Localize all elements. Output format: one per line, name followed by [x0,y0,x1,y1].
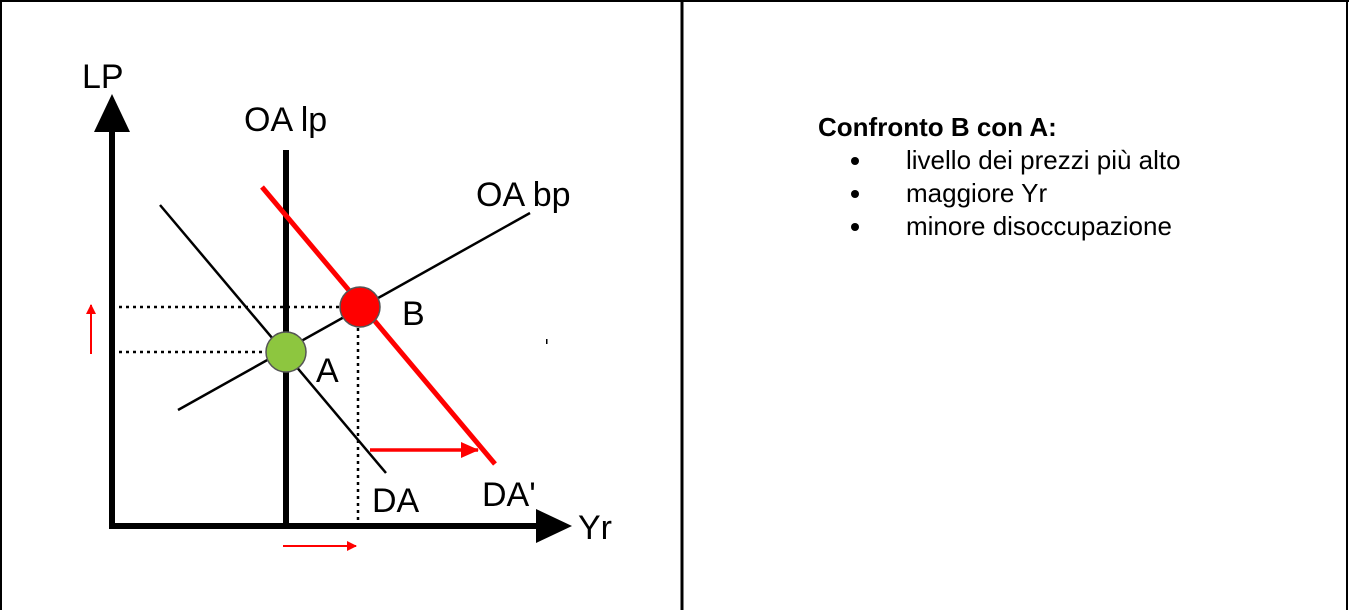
y-axis-label: LP [82,58,124,96]
point-b-label: B [402,295,425,333]
bullet-icon [851,157,859,165]
x-axis-arrowhead [536,509,572,543]
list-item-text: livello dei prezzi più alto [906,145,1181,175]
point-a-label: A [316,352,339,390]
list-item-text: minore disoccupazione [906,211,1172,241]
bullet-icon [851,190,859,198]
list-item: minore disoccupazione [818,210,1318,243]
x-axis-label: Yr [578,509,612,547]
long-run-supply-label: OA lp [244,101,327,139]
list-item: maggiore Yr [818,177,1318,210]
bullet-icon [851,223,859,231]
demand-shifted-line [260,185,497,466]
short-run-supply-label: OA bp [476,176,571,214]
list-item-text: maggiore Yr [906,178,1048,208]
point-a-marker [265,331,307,373]
demand-label: DA [372,482,420,520]
point-b-marker [339,286,381,328]
demand-shifted-label: DA' [482,476,536,514]
comparison-note: Confronto B con A: livello dei prezzi pi… [818,112,1318,243]
list-item: livello dei prezzi più alto [818,144,1318,177]
stray-mark [546,339,548,344]
y-axis-arrowhead [94,94,130,132]
note-title: Confronto B con A: [818,112,1057,142]
note-list: livello dei prezzi più alto maggiore Yr … [818,144,1318,243]
